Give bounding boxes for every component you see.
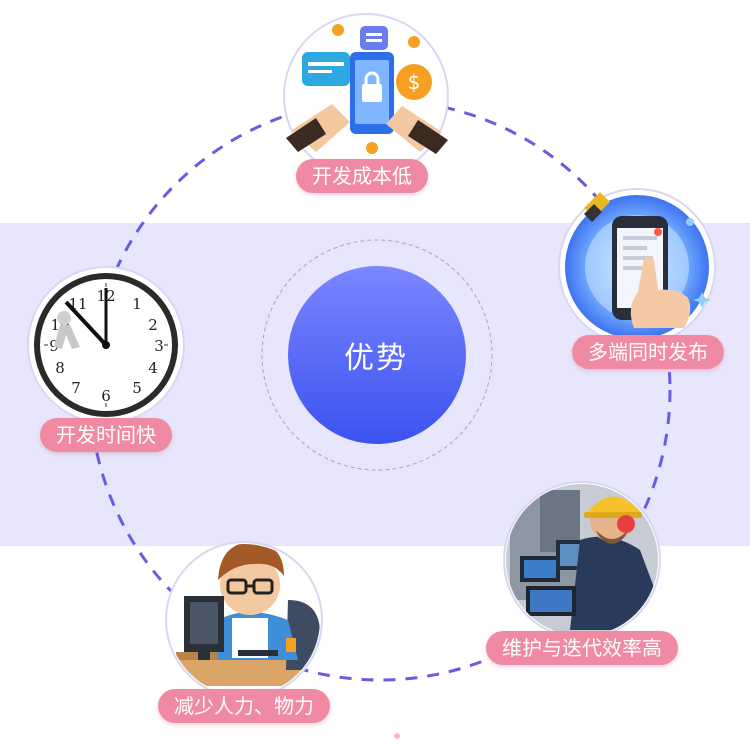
svg-text:8: 8 <box>55 359 65 377</box>
svg-text:3: 3 <box>154 337 164 355</box>
programmer-icon <box>166 540 326 700</box>
label-cost: 开发成本低 <box>296 159 428 193</box>
orbit-marker <box>394 733 400 739</box>
phone-touch-icon <box>559 189 715 345</box>
svg-text:1: 1 <box>132 295 142 313</box>
label-multi-platform: 多端同时发布 <box>572 335 724 369</box>
svg-text:2: 2 <box>148 316 158 334</box>
svg-text:4: 4 <box>148 359 158 377</box>
label-maintenance: 维护与迭代效率高 <box>486 631 678 665</box>
label-manpower: 减少人力、物力 <box>158 689 330 723</box>
center-title: 优势 <box>344 333 408 377</box>
label-dev-time: 开发时间快 <box>40 418 172 452</box>
svg-text:6: 6 <box>101 387 111 405</box>
mobile-payment-icon: $ <box>284 14 448 178</box>
svg-text:$: $ <box>408 70 421 94</box>
clock-icon: 12 1 2 3 4 5 6 7 8 9 10 11 <box>28 267 184 423</box>
svg-text:7: 7 <box>71 379 81 397</box>
svg-text:5: 5 <box>132 379 142 397</box>
